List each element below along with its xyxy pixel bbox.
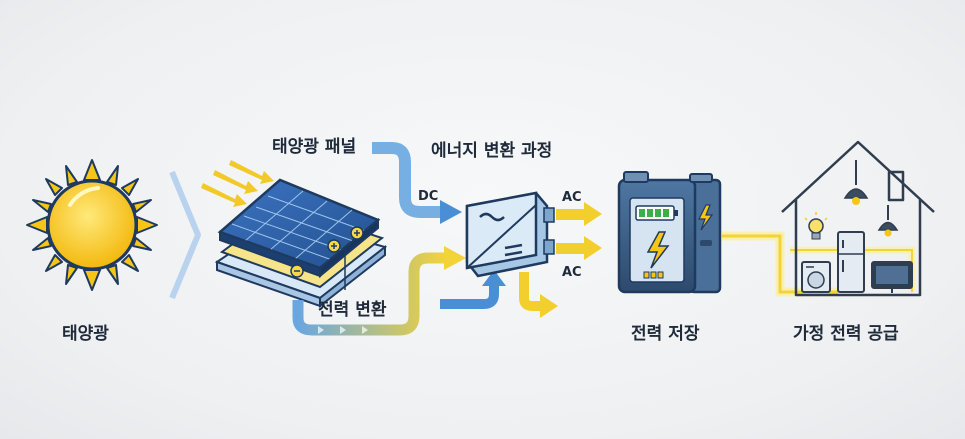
label-ac-bottom: AC — [562, 265, 582, 280]
label-power-storage: 전력 저장 — [631, 324, 700, 344]
label-dc: DC — [418, 189, 439, 204]
bulb-icon — [804, 212, 828, 240]
lightning-icon — [646, 204, 714, 269]
fridge-icon — [837, 231, 865, 293]
label-power-conversion: 전력 변환 — [318, 300, 387, 320]
label-sun: 태양광 — [62, 324, 109, 344]
label-energy-process: 에너지 변환 과정 — [431, 141, 553, 161]
sun-icon — [26, 159, 158, 291]
washer-icon — [801, 261, 831, 293]
label-solar-panel: 태양광 패널 — [272, 137, 357, 157]
inverter-input-arrow — [440, 270, 506, 309]
inverter-icon — [465, 191, 555, 278]
label-home-supply: 가정 전력 공급 — [793, 324, 899, 344]
converted-flow-arrow — [292, 246, 466, 336]
sun-ray-arrows — [201, 160, 274, 207]
battery-icon — [617, 171, 722, 294]
tv-icon — [871, 261, 913, 293]
light-chevron — [169, 170, 201, 300]
solar-panel-icon — [214, 178, 388, 309]
ac-output-arrows — [519, 202, 602, 318]
house-icon — [781, 140, 935, 297]
lamp-icon — [843, 160, 899, 237]
label-ac-top: AC — [562, 190, 582, 205]
dc-flow-arrow — [372, 142, 462, 224]
